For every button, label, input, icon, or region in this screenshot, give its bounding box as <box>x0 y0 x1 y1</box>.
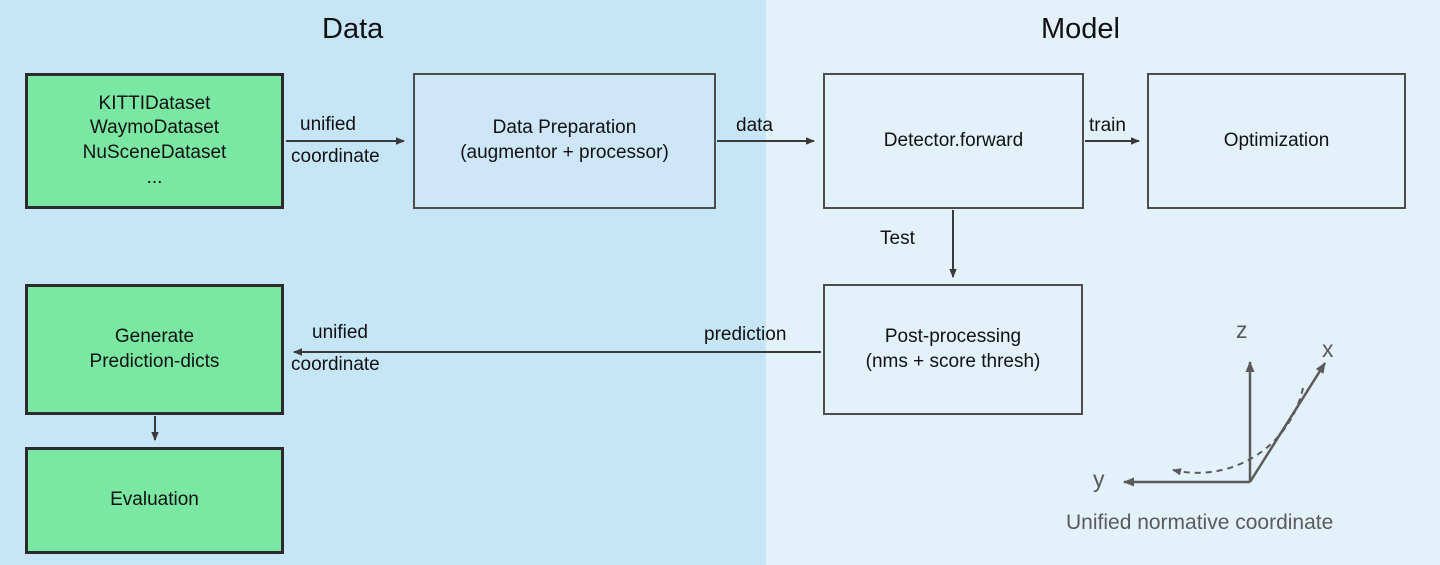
node-generate-prediction-dicts[interactable]: Generate Prediction-dicts <box>25 284 284 415</box>
node-data-preparation-line-1: Data Preparation <box>492 117 637 139</box>
node-post-processing-line-2: (nms + score thresh) <box>865 350 1041 372</box>
node-detector-forward-label: Detector.forward <box>883 129 1024 151</box>
node-optimization[interactable]: Optimization <box>1147 73 1406 209</box>
node-optimization-label: Optimization <box>1223 129 1330 151</box>
node-datasets-line-4: ... <box>146 166 163 188</box>
node-post-processing-line-1: Post-processing <box>884 325 1022 347</box>
node-datasets-line-1: KITTIDataset <box>98 92 211 114</box>
node-data-preparation-line-2: (augmentor + processor) <box>460 142 669 163</box>
node-datasets-line-3: NuSceneDataset <box>82 142 227 163</box>
coordinate-widget-caption: Unified normative coordinate <box>1066 511 1334 534</box>
node-evaluation[interactable]: Evaluation <box>25 447 284 554</box>
edge-label-coordinate-1: coordinate <box>291 146 380 167</box>
edge-label-data: data <box>736 115 773 136</box>
edge-label-prediction: prediction <box>704 324 787 345</box>
axis-label-x: x <box>1322 336 1334 362</box>
node-generate-prediction-dicts-line-2: Prediction-dicts <box>89 350 220 372</box>
node-data-preparation[interactable]: Data Preparation (augmentor + processor) <box>413 73 716 209</box>
axis-label-z: z <box>1236 317 1248 343</box>
node-detector-forward[interactable]: Detector.forward <box>823 73 1084 209</box>
edge-label-test: Test <box>880 228 915 249</box>
node-evaluation-label: Evaluation <box>110 489 199 511</box>
node-datasets[interactable]: KITTIDataset WaymoDataset NuSceneDataset… <box>25 73 284 209</box>
edge-label-unified-1: unified <box>300 114 356 135</box>
node-post-processing[interactable]: Post-processing (nms + score thresh) <box>823 284 1083 415</box>
node-datasets-line-2: WaymoDataset <box>89 117 220 139</box>
section-title-model: Model <box>1041 13 1120 45</box>
edge-label-train: train <box>1089 115 1126 136</box>
edge-label-unified-2: unified <box>312 322 368 343</box>
section-title-data: Data <box>322 13 384 45</box>
axis-label-y: y <box>1093 466 1105 492</box>
node-generate-prediction-dicts-line-1: Generate <box>114 325 195 347</box>
edge-label-coordinate-2: coordinate <box>291 354 380 375</box>
